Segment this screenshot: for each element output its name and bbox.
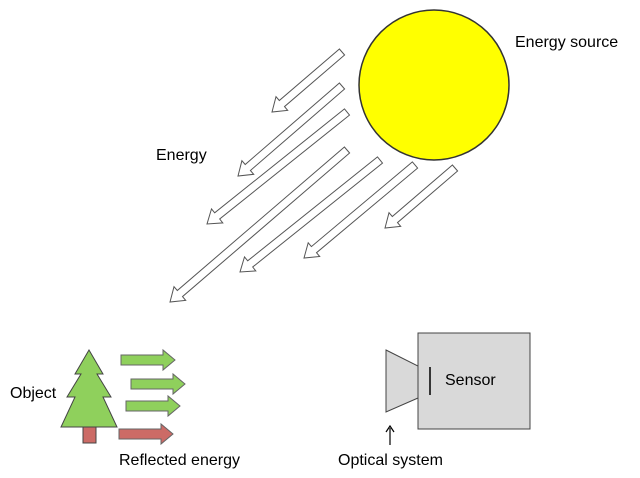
tree-canopy xyxy=(60,349,118,428)
reflected-arrow-3 xyxy=(125,394,181,418)
sensor-label: Sensor xyxy=(445,372,496,389)
incident-energy-arrows xyxy=(169,48,459,303)
tree-trunk xyxy=(82,426,97,444)
reflected-arrow-1 xyxy=(120,348,176,372)
optical-system-label: Optical system xyxy=(338,452,443,469)
reflected-energy-arrows xyxy=(118,348,186,446)
energy-label: Energy xyxy=(156,147,207,164)
reflected-arrow-4 xyxy=(118,422,174,446)
energy-arrow-6 xyxy=(303,161,419,259)
energy-arrow-5 xyxy=(239,156,384,273)
sensor-body xyxy=(417,332,531,430)
object-label: Object xyxy=(10,385,57,402)
reflected-arrow-2 xyxy=(130,372,186,396)
reflected-energy-label: Reflected energy xyxy=(119,452,240,469)
optical-system-pointer-arrow xyxy=(385,424,395,445)
energy-source-sun-icon xyxy=(358,9,510,161)
energy-arrow-2 xyxy=(237,82,346,177)
energy-arrow-1 xyxy=(271,48,346,113)
energy-arrow-4 xyxy=(169,146,351,303)
energy-arrow-3 xyxy=(206,108,351,225)
optical-system-lens xyxy=(385,349,419,413)
energy-source-label: Energy source xyxy=(515,34,619,51)
camera-sensor-icon xyxy=(385,332,531,430)
energy-arrow-7 xyxy=(384,164,459,229)
tree-icon xyxy=(60,349,118,444)
